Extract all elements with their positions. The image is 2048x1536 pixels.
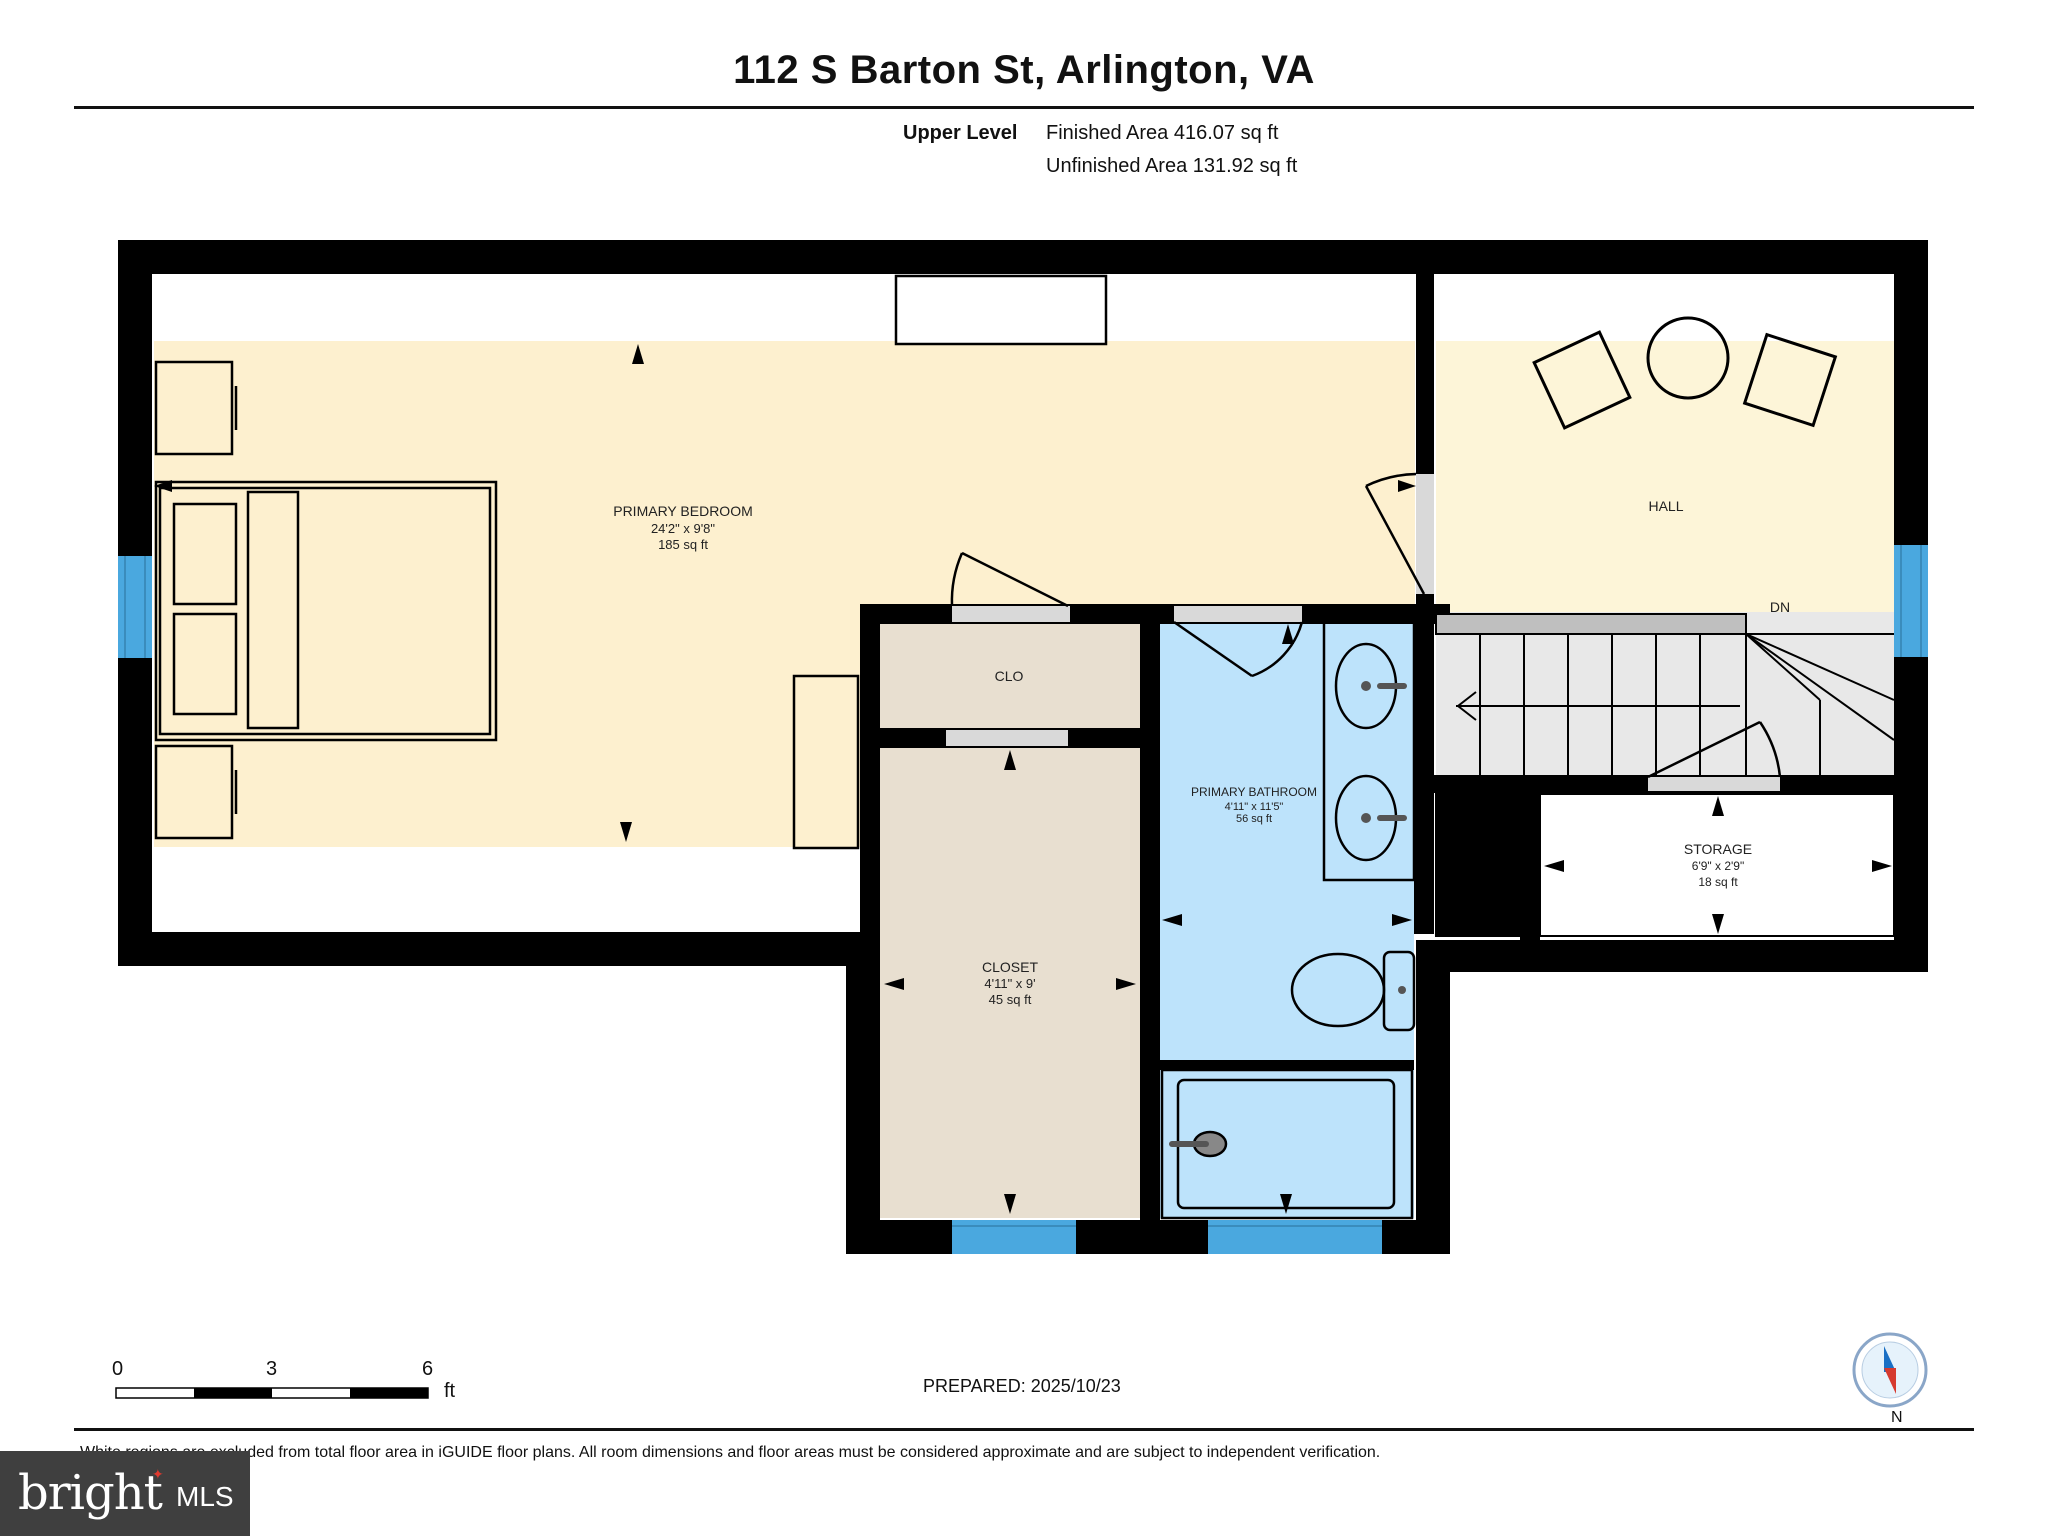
closet-dims: 4'11" x 9' — [984, 976, 1035, 991]
bedroom-area: 185 sq ft — [658, 537, 708, 552]
stairs-label: DN — [1770, 599, 1790, 615]
faucet-dots — [1361, 681, 1406, 994]
unfinished-area: Unfinished Area 131.92 sq ft — [1046, 155, 1298, 177]
stairs-fill — [1436, 612, 1894, 777]
disclaimer: White regions are excluded from total fl… — [80, 1444, 1381, 1461]
faucets — [1169, 683, 1407, 1147]
clo-fill — [880, 624, 1140, 728]
page-title: 112 S Barton St, Arlington, VA — [733, 48, 1315, 92]
scale-tick-0: 0 — [112, 1358, 124, 1380]
bathroom-area: 56 sq ft — [1236, 813, 1272, 825]
prepared-date: PREPARED: 2025/10/23 — [923, 1376, 1121, 1396]
closet-fill — [880, 748, 1140, 1218]
scale-bar — [115, 1387, 429, 1399]
storage-name: STORAGE — [1684, 841, 1752, 857]
header-divider — [74, 106, 1974, 109]
bedroom-unfinished-bottom — [152, 847, 860, 932]
hall-furniture — [1532, 316, 1838, 430]
finished-area: Finished Area 416.07 sq ft — [1046, 122, 1279, 144]
footer-divider — [74, 1428, 1974, 1431]
bedroom-name: PRIMARY BEDROOM — [613, 503, 753, 519]
closet-area: 45 sq ft — [989, 992, 1032, 1007]
logo-brand: bright — [18, 1465, 163, 1521]
logo-spark-icon: ✦ — [152, 1466, 164, 1482]
staircase — [1435, 613, 1895, 937]
door-swings — [950, 472, 1782, 779]
storage-area: 18 sq ft — [1698, 875, 1738, 889]
clo-name: CLO — [995, 668, 1024, 684]
door-openings — [946, 474, 1780, 791]
compass-icon — [1852, 1332, 1928, 1408]
logo-suffix: MLS — [176, 1481, 234, 1512]
level-name: Upper Level — [903, 122, 1018, 144]
bedroom-furniture — [154, 274, 1108, 850]
dimension-arrows — [154, 344, 1892, 1214]
bright-mls-logo: bright ✦ MLS — [0, 1451, 250, 1536]
hall-fill — [1436, 341, 1894, 613]
bathroom-dims: 4'11" x 11'5" — [1225, 801, 1284, 813]
closet-name: CLOSET — [982, 959, 1038, 975]
compass-north-label: N — [1891, 1409, 1903, 1426]
storage-dims: 6'9" x 2'9" — [1692, 859, 1744, 873]
window-lines — [124, 545, 1922, 1227]
bathroom-name: PRIMARY BATHROOM — [1191, 785, 1317, 799]
bedroom-unfinished-top — [152, 274, 1414, 341]
scale-tick-3: 3 — [266, 1358, 278, 1380]
scale-unit: ft — [444, 1380, 456, 1402]
hall-name: HALL — [1648, 498, 1683, 514]
scale-tick-6: 6 — [422, 1358, 434, 1380]
bedroom-dims: 24'2" x 9'8" — [651, 521, 715, 536]
